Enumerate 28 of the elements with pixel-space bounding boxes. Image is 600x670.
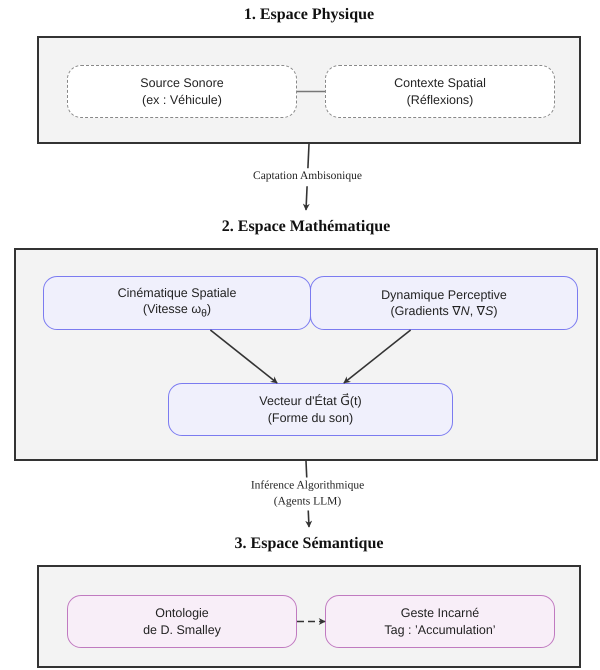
dashed-rounded-box [67, 65, 297, 118]
box-label: Source Sonore [140, 75, 224, 92]
rounded-box [310, 276, 578, 330]
box-label: (Réflexions) [406, 92, 474, 108]
box-label: (ex : Véhicule) [141, 92, 223, 108]
rounded-box [67, 595, 297, 648]
rounded-box [168, 383, 453, 436]
box-label: Ontologie [154, 605, 210, 622]
section-heading: 2. Espace Mathématique [220, 218, 392, 236]
box-label: Tag : ’Accumulation’ [384, 622, 496, 638]
box-label: (Forme du son) [266, 410, 354, 426]
dashed-rounded-box [325, 65, 555, 118]
section-heading: 1. Espace Physique [242, 6, 376, 24]
box-label: (Gradients ∇N, ∇S) [389, 303, 499, 320]
arrow [343, 329, 412, 384]
box-label: Vecteur d'État G⃗(t) [259, 393, 362, 410]
rounded-box [43, 276, 311, 330]
rounded-box [325, 595, 555, 648]
box-label: Contexte Spatial [394, 75, 486, 92]
box-label: (Vitesse ω$_{θ}$) [142, 301, 212, 322]
box-label: Dynamique Perceptive [381, 286, 507, 303]
arrow [297, 618, 326, 625]
box-label: de D. Smalley [143, 622, 221, 638]
box-label: Geste Incarné [400, 605, 480, 622]
box-label: Cinématique Spatiale [118, 284, 236, 302]
arrow [210, 329, 278, 384]
section-heading: 3. Espace Sémantique [234, 535, 384, 553]
connector-line [297, 90, 325, 92]
